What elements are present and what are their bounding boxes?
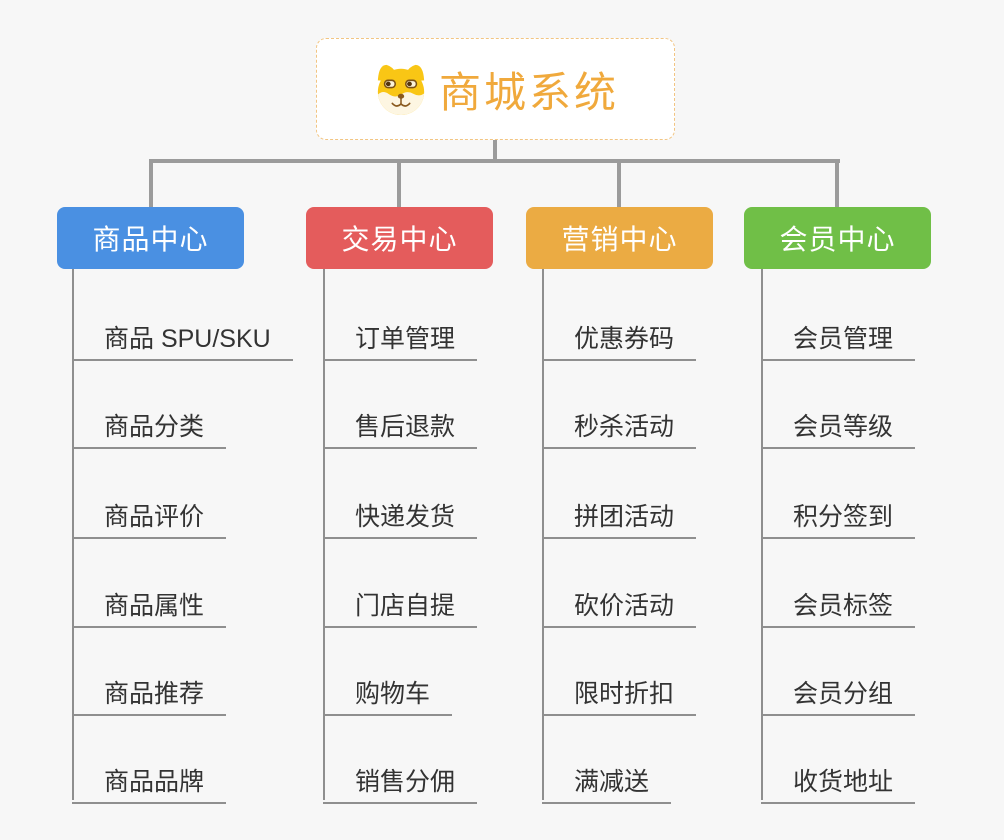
connector-root-stub	[493, 139, 497, 161]
root-node[interactable]: 商城系统	[316, 38, 675, 140]
connector-branch-stub	[835, 163, 839, 207]
node-item[interactable]: 商品评价	[72, 489, 227, 539]
node-item[interactable]: 快递发货	[323, 489, 478, 539]
node-item[interactable]: 商品推荐	[72, 666, 227, 716]
node-item[interactable]: 售后退款	[323, 399, 478, 449]
connector-branch-stub	[397, 163, 401, 207]
connector-trunk	[72, 269, 74, 800]
branch-label: 会员中心	[779, 224, 896, 255]
node-item[interactable]: 商品品牌	[72, 754, 227, 804]
branch-label: 商品中心	[92, 224, 209, 255]
branch-trade-children: 订单管理 售后退款 快递发货 门店自提 购物车 销售分佣	[323, 269, 613, 814]
node-item[interactable]: 拼团活动	[542, 489, 697, 539]
connector-trunk	[761, 269, 763, 800]
branch-label: 交易中心	[341, 224, 458, 255]
branch-product-children: 商品 SPU/SKU 商品分类 商品评价 商品属性 商品推荐 商品品牌	[72, 269, 362, 814]
node-item[interactable]: 限时折扣	[542, 666, 697, 716]
node-item[interactable]: 会员等级	[761, 399, 916, 449]
branch-label: 营销中心	[561, 224, 678, 255]
branch-member-children: 会员管理 会员等级 积分签到 会员标签 会员分组 收货地址	[761, 269, 1004, 814]
node-item[interactable]: 会员标签	[761, 578, 916, 628]
shiba-dog-icon	[372, 62, 430, 116]
node-item[interactable]: 会员管理	[761, 311, 916, 361]
branch-member-center[interactable]: 会员中心	[744, 207, 931, 269]
branch-trade-center[interactable]: 交易中心	[306, 207, 493, 269]
node-item[interactable]: 满减送	[542, 754, 672, 804]
root-title: 商城系统	[438, 68, 619, 116]
branch-product-center[interactable]: 商品中心	[57, 207, 244, 269]
node-item[interactable]: 订单管理	[323, 311, 478, 361]
node-item[interactable]: 优惠券码	[542, 311, 697, 361]
node-item[interactable]: 门店自提	[323, 578, 478, 628]
connector-trunk	[542, 269, 544, 800]
node-item[interactable]: 购物车	[323, 666, 453, 716]
connector-branch-stub	[617, 163, 621, 207]
node-item[interactable]: 销售分佣	[323, 754, 478, 804]
connector-trunk	[323, 269, 325, 800]
connector-branch-stub	[149, 163, 153, 207]
node-item[interactable]: 商品 SPU/SKU	[72, 311, 293, 361]
node-item[interactable]: 砍价活动	[542, 578, 697, 628]
node-item[interactable]: 商品属性	[72, 578, 227, 628]
branch-marketing-center[interactable]: 营销中心	[526, 207, 713, 269]
node-item[interactable]: 积分签到	[761, 489, 916, 539]
node-item[interactable]: 会员分组	[761, 666, 916, 716]
node-item[interactable]: 商品分类	[72, 399, 227, 449]
connector-bus	[149, 159, 840, 163]
branch-marketing-children: 优惠券码 秒杀活动 拼团活动 砍价活动 限时折扣 满减送	[542, 269, 832, 814]
node-item[interactable]: 收货地址	[761, 754, 916, 804]
node-item[interactable]: 秒杀活动	[542, 399, 697, 449]
